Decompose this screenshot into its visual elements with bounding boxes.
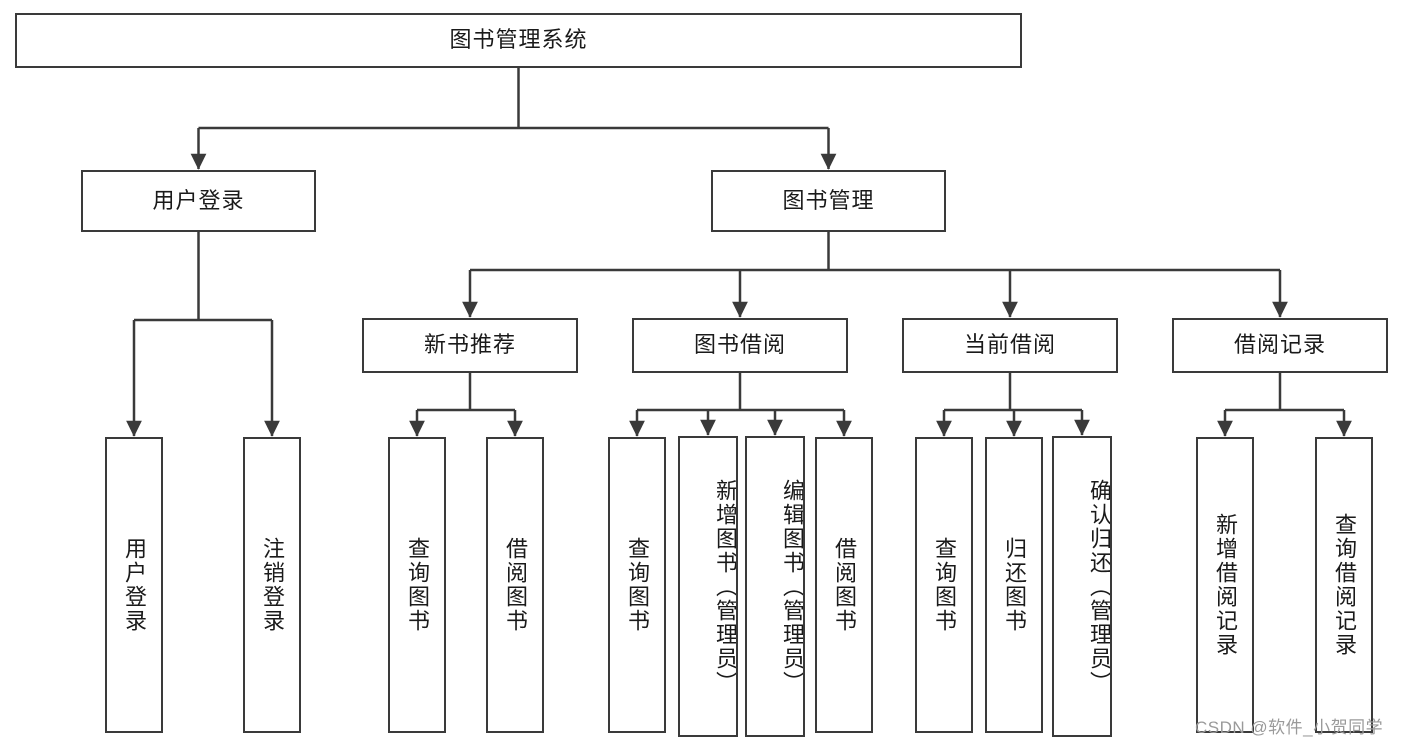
node-leaf-query-book-rec[interactable]: 查询图书 [388,437,446,733]
node-leaf-user-login[interactable]: 用户登录 [105,437,163,733]
node-leaf-add-record[interactable]: 新增借阅记录 [1196,437,1254,733]
node-user-login[interactable]: 用户登录 [81,170,316,232]
node-label: 查询借阅记录 [1332,513,1357,657]
node-label: 新增图书（管理员） [713,478,738,695]
node-root[interactable]: 图书管理系统 [15,13,1022,68]
node-label: 用户登录 [152,187,245,213]
node-new-book-rec[interactable]: 新书推荐 [362,318,578,373]
node-label: 注销登录 [260,537,285,633]
node-label: 编辑图书（管理员） [780,478,805,695]
node-book-borrow[interactable]: 图书借阅 [632,318,848,373]
node-leaf-edit-book[interactable]: 编辑图书（管理员） [745,436,805,737]
node-leaf-query-book-cur[interactable]: 查询图书 [915,437,973,733]
node-book-manage[interactable]: 图书管理 [711,170,946,232]
node-label: 确认归还（管理员） [1087,478,1112,695]
node-label: 借阅图书 [832,537,857,633]
node-borrow-record[interactable]: 借阅记录 [1172,318,1388,373]
node-leaf-logout[interactable]: 注销登录 [243,437,301,733]
node-current-borrow[interactable]: 当前借阅 [902,318,1118,373]
node-label: 图书管理系统 [449,27,588,53]
node-label: 新书推荐 [423,332,516,358]
node-label: 查询图书 [625,537,650,633]
node-leaf-add-book[interactable]: 新增图书（管理员） [678,436,738,737]
node-label: 查询图书 [405,537,430,633]
node-label: 当前借阅 [963,332,1056,358]
node-leaf-borrow-book-rec[interactable]: 借阅图书 [486,437,544,733]
node-label: 图书借阅 [693,332,786,358]
node-label: 用户登录 [122,537,147,633]
node-label: 新增借阅记录 [1213,513,1238,657]
node-label: 查询图书 [932,537,957,633]
watermark-text: CSDN @软件_小贺同学 [1195,718,1384,737]
node-label: 归还图书 [1002,537,1027,633]
node-leaf-borrow-book[interactable]: 借阅图书 [815,437,873,733]
node-leaf-query-record[interactable]: 查询借阅记录 [1315,437,1373,733]
node-leaf-return-book[interactable]: 归还图书 [985,437,1043,733]
node-leaf-confirm-return[interactable]: 确认归还（管理员） [1052,436,1112,737]
node-label: 图书管理 [782,187,875,213]
node-label: 借阅记录 [1233,332,1326,358]
node-leaf-query-book-borrow[interactable]: 查询图书 [608,437,666,733]
node-label: 借阅图书 [503,537,528,633]
